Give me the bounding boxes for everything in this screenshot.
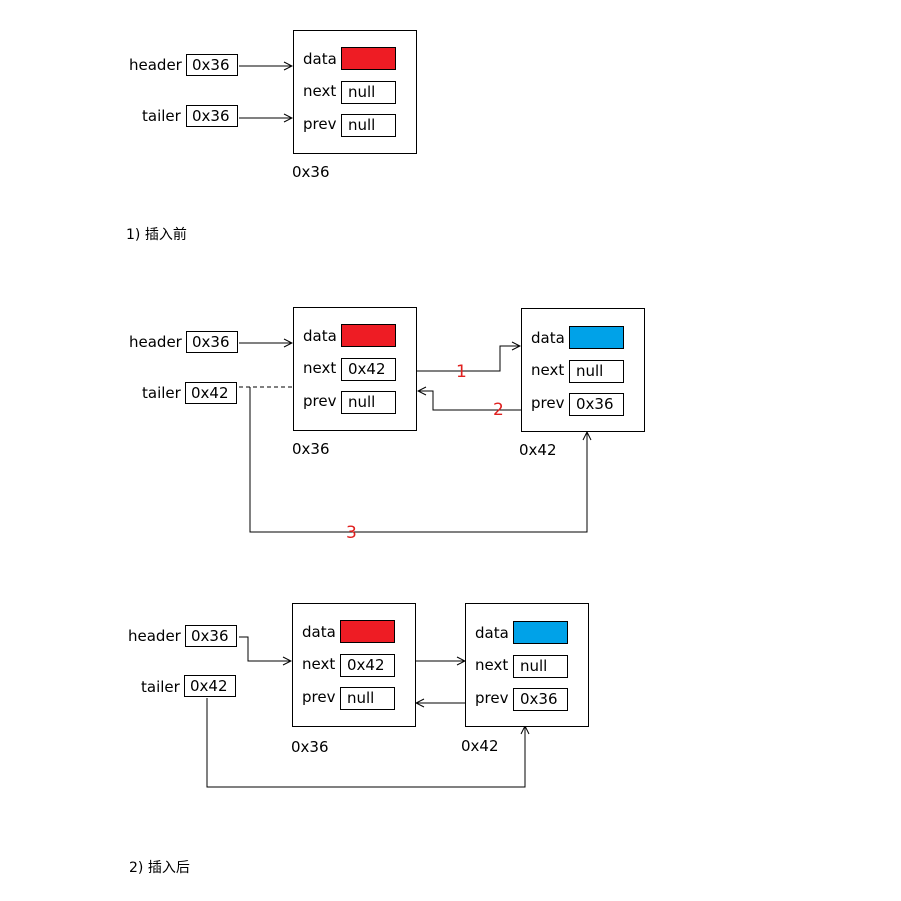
- node-0x36: data next 0x42 prev null: [292, 603, 416, 727]
- step-3-label: 3: [346, 523, 357, 543]
- next-value: null: [341, 81, 396, 104]
- prev-value: null: [340, 687, 395, 710]
- step-1-label: 1: [456, 362, 467, 382]
- node2-address: 0x42: [461, 737, 499, 755]
- caption-after: 2) 插入后: [129, 860, 190, 876]
- next-value: null: [513, 655, 568, 678]
- tailer-label: tailer: [141, 678, 180, 696]
- next-field-label: next: [302, 655, 336, 673]
- prev-value: null: [341, 114, 396, 137]
- header-pointer-box: 0x36: [186, 54, 238, 76]
- node-0x42: data next null prev 0x36: [521, 308, 645, 432]
- next-value: 0x42: [341, 358, 396, 381]
- step-2-label: 2: [493, 400, 504, 420]
- header-pointer-box: 0x36: [186, 331, 238, 353]
- header-to-node1-arrow-after: [239, 636, 291, 661]
- tailer-label: tailer: [142, 107, 181, 125]
- next-field-label: next: [475, 656, 509, 674]
- data-field-label: data: [531, 329, 565, 347]
- prev-value: null: [341, 391, 396, 414]
- prev-value: 0x36: [569, 393, 624, 416]
- header-label: header: [129, 333, 182, 351]
- data-block-red: [341, 324, 396, 347]
- header-label: header: [128, 627, 181, 645]
- next-field-label: next: [531, 361, 565, 379]
- tailer-label: tailer: [142, 384, 181, 402]
- node1-address: 0x36: [291, 738, 329, 756]
- prev-value: 0x36: [513, 688, 568, 711]
- prev-field-label: prev: [302, 688, 336, 706]
- tailer-pointer-box: 0x42: [184, 675, 236, 697]
- step2-prev-arrow: [418, 391, 570, 411]
- prev-field-label: prev: [303, 115, 337, 133]
- data-block-blue: [513, 621, 568, 644]
- node-0x36: data next 0x42 prev null: [293, 307, 417, 431]
- node-address: 0x36: [292, 163, 330, 181]
- step1-next-arrow: [384, 346, 520, 372]
- header-label: header: [129, 56, 182, 74]
- data-block-blue: [569, 326, 624, 349]
- next-value: 0x42: [340, 654, 395, 677]
- data-field-label: data: [302, 623, 336, 641]
- next-value: null: [569, 360, 624, 383]
- header-pointer-box: 0x36: [185, 625, 237, 647]
- prev-field-label: prev: [475, 689, 509, 707]
- step3-tailer-arrow: [249, 387, 587, 533]
- data-field-label: data: [475, 624, 509, 642]
- caption-before: 1) 插入前: [126, 227, 187, 243]
- prev-field-label: prev: [531, 394, 565, 412]
- node2-address: 0x42: [519, 441, 557, 459]
- tailer-pointer-box: 0x36: [186, 105, 238, 127]
- data-block-red: [340, 620, 395, 643]
- data-field-label: data: [303, 50, 337, 68]
- prev-field-label: prev: [303, 392, 337, 410]
- next-field-label: next: [303, 359, 337, 377]
- data-field-label: data: [303, 327, 337, 345]
- node1-address: 0x36: [292, 440, 330, 458]
- next-field-label: next: [303, 82, 337, 100]
- data-block-red: [341, 47, 396, 70]
- tailer-to-node2-arrow: [206, 698, 525, 788]
- node-0x42: data next null prev 0x36: [465, 603, 589, 727]
- node-0x36: data next null prev null: [293, 30, 417, 154]
- tailer-pointer-box: 0x42: [185, 382, 237, 404]
